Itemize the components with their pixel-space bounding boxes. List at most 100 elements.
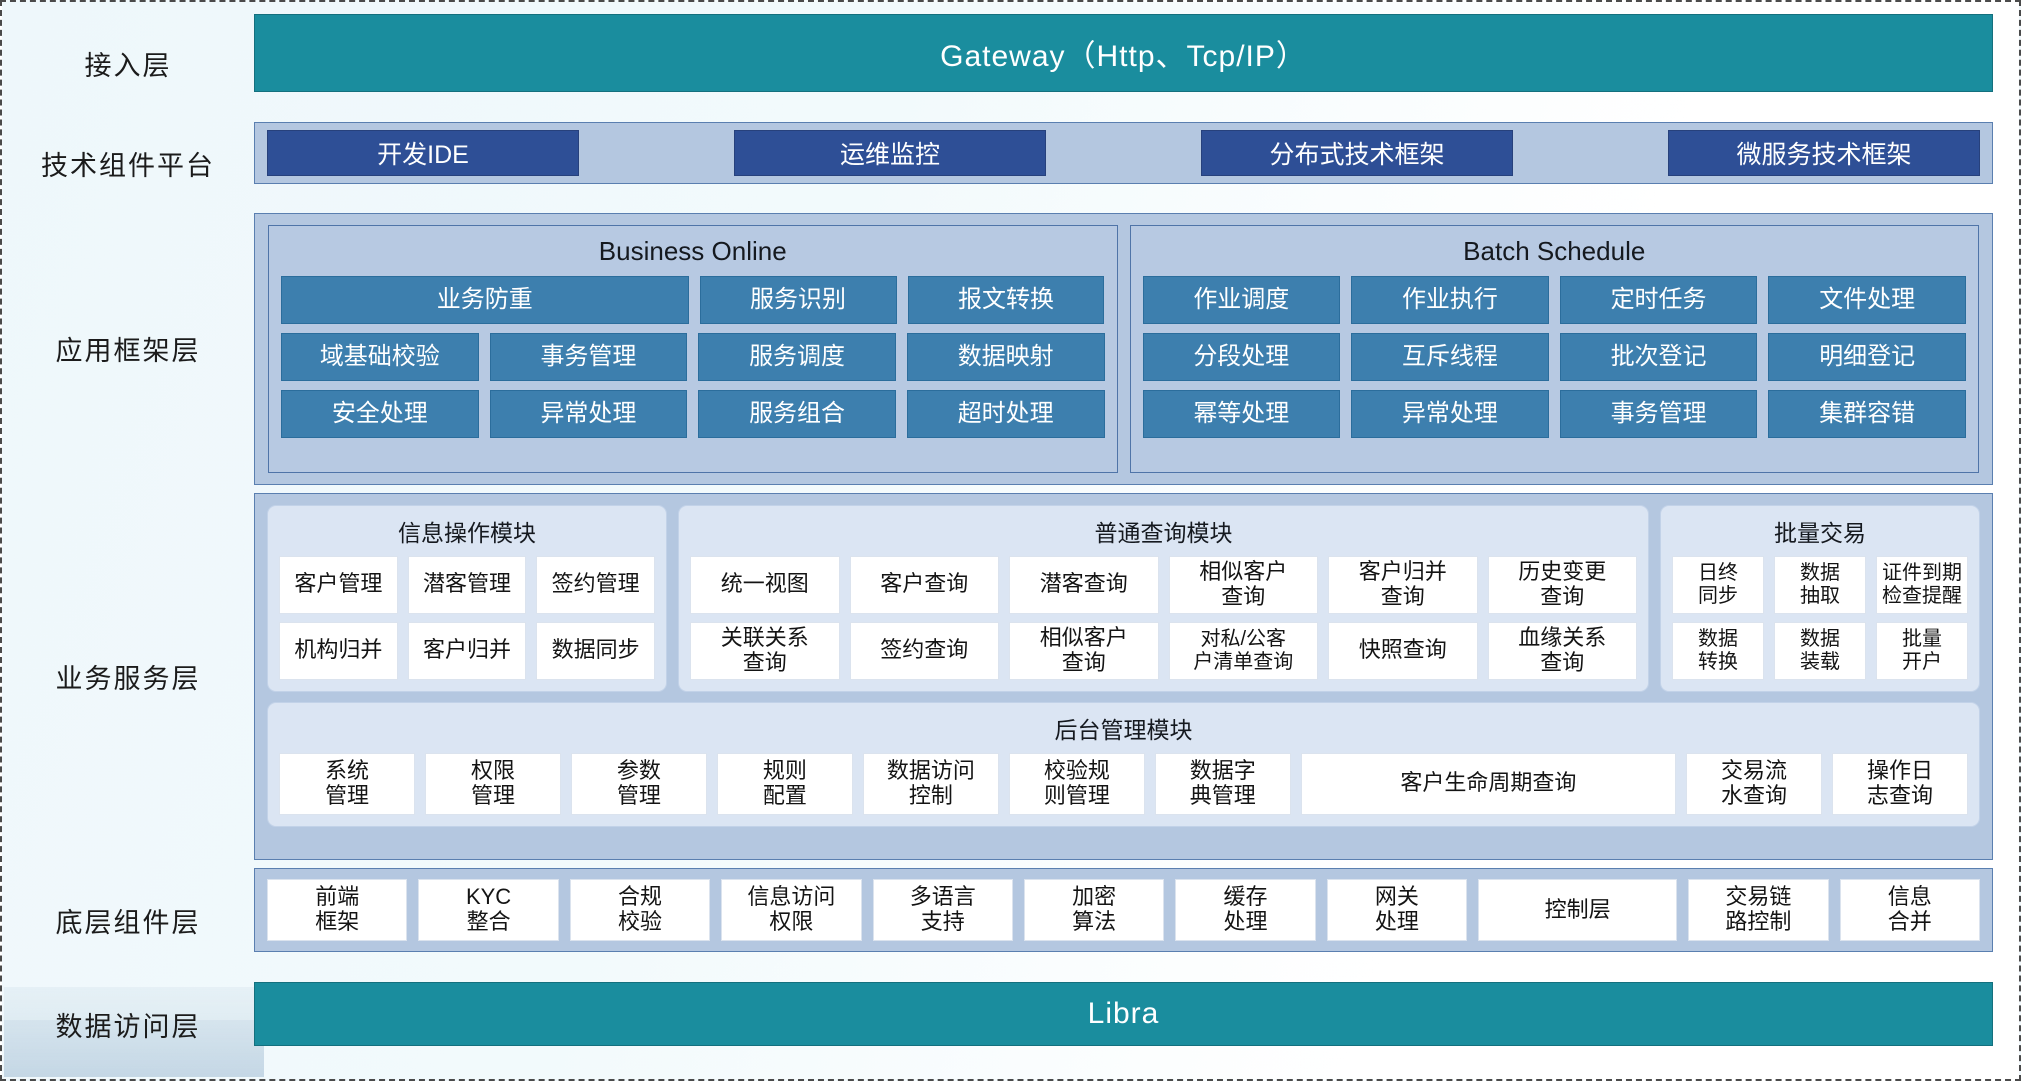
card-batch-transaction: 批量交易 日终同步 数据抽取 证件到期检查提醒 数据转换 数据装载 批量开户	[1660, 504, 1980, 692]
tech-chip-ide[interactable]: 开发IDE	[267, 129, 579, 176]
chip-bs-0-1[interactable]: 作业执行	[1351, 276, 1549, 324]
info-operation-row: 机构归并 客户归并 数据同步	[279, 621, 656, 680]
chip-bo-1-0[interactable]: 域基础校验	[281, 333, 479, 381]
chip-bs-2-2[interactable]: 事务管理	[1559, 390, 1758, 438]
cell-bulk-account-open[interactable]: 批量开户	[1876, 621, 1968, 680]
business-service-panel: 信息操作模块 客户管理 潜客管理 签约管理 机构归并 客户归并 数据同步	[254, 492, 1993, 860]
cell-customer-lifecycle-query[interactable]: 客户生命周期查询	[1300, 752, 1677, 815]
general-query-row: 关联关系查询 签约查询 相似客户查询 对私/公客户清单查询 快照查询 血缘关系查…	[690, 621, 1637, 680]
cell-transaction-flow-query[interactable]: 交易流水查询	[1686, 752, 1823, 815]
chip-bo-2-2[interactable]: 服务组合	[698, 390, 896, 438]
cell-relationship-query[interactable]: 关联关系查询	[690, 621, 840, 680]
cell-contract-management[interactable]: 签约管理	[536, 555, 656, 614]
chip-bo-2-3[interactable]: 超时处理	[906, 390, 1105, 438]
cell-encryption-algorithm[interactable]: 加密算法	[1023, 879, 1165, 941]
cell-validation-rule-management[interactable]: 校验规则管理	[1008, 752, 1145, 815]
tech-chip-microservice-framework[interactable]: 微服务技术框架	[1668, 129, 1980, 176]
cell-contract-query[interactable]: 签约查询	[849, 621, 999, 680]
cell-info-merge[interactable]: 信息合并	[1839, 879, 1980, 941]
business-online-row: 域基础校验 事务管理 服务调度 数据映射	[281, 333, 1105, 381]
layer-label-tech: 技术组件平台	[41, 150, 215, 181]
card-backoffice-admin-module: 后台管理模块 系统管理 权限管理 参数管理 规则配置 数据访问控制 校验规则管理…	[267, 701, 1980, 827]
group-title-batch-schedule: Batch Schedule	[1463, 236, 1646, 266]
batch-transaction-rows: 日终同步 数据抽取 证件到期检查提醒 数据转换 数据装载 批量开户	[1672, 555, 1968, 680]
tech-chip-ops-monitor[interactable]: 运维监控	[734, 129, 1046, 176]
chip-bs-0-0[interactable]: 作业调度	[1142, 276, 1341, 324]
cell-prospect-management[interactable]: 潜客管理	[407, 555, 527, 614]
layer-label-app-framework: 应用框架层	[55, 336, 201, 367]
cell-private-corporate-list-query[interactable]: 对私/公客户清单查询	[1168, 621, 1318, 680]
group-business-online: Business Online 业务防重 服务识别 报文转换 域基础校验 事务管…	[268, 225, 1118, 473]
chip-bs-0-3[interactable]: 文件处理	[1768, 276, 1966, 324]
cell-lineage-query[interactable]: 血缘关系查询	[1487, 621, 1637, 680]
chip-bo-0-0[interactable]: 业务防重	[281, 276, 689, 324]
cell-data-sync[interactable]: 数据同步	[536, 621, 656, 680]
chip-bs-1-1[interactable]: 互斥线程	[1351, 333, 1549, 381]
cell-rule-configuration[interactable]: 规则配置	[716, 752, 853, 815]
cell-org-merge[interactable]: 机构归并	[279, 621, 398, 680]
chip-bs-0-2[interactable]: 定时任务	[1559, 276, 1758, 324]
chip-bs-2-3[interactable]: 集群容错	[1768, 390, 1966, 438]
chip-bs-1-3[interactable]: 明细登记	[1768, 333, 1966, 381]
batch-transaction-row: 数据转换 数据装载 批量开户	[1672, 621, 1968, 680]
chip-bs-1-0[interactable]: 分段处理	[1142, 333, 1341, 381]
chip-bo-1-3[interactable]: 数据映射	[906, 333, 1105, 381]
chip-bo-1-1[interactable]: 事务管理	[489, 333, 688, 381]
cell-control-layer[interactable]: 控制层	[1478, 879, 1678, 941]
cell-similar-customer-query-2[interactable]: 相似客户查询	[1009, 621, 1159, 680]
chip-bs-2-1[interactable]: 异常处理	[1351, 390, 1549, 438]
cell-id-expiry-reminder[interactable]: 证件到期检查提醒	[1876, 555, 1968, 614]
cell-customer-query[interactable]: 客户查询	[849, 555, 999, 614]
cell-multilanguage-support[interactable]: 多语言支持	[872, 879, 1013, 941]
chip-bs-1-2[interactable]: 批次登记	[1559, 333, 1758, 381]
card-title-backoffice-admin: 后台管理模块	[1054, 716, 1193, 743]
cell-data-transform[interactable]: 数据转换	[1672, 621, 1764, 680]
chip-bo-1-2[interactable]: 服务调度	[698, 333, 896, 381]
layer-label-business-service: 业务服务层	[55, 663, 201, 694]
cell-permission-management[interactable]: 权限管理	[424, 752, 561, 815]
info-operation-row: 客户管理 潜客管理 签约管理	[279, 555, 656, 614]
cell-system-management[interactable]: 系统管理	[279, 752, 415, 815]
group-title-business-online: Business Online	[598, 236, 787, 266]
cell-transaction-chain-control[interactable]: 交易链路控制	[1688, 879, 1829, 941]
general-query-rows: 统一视图 客户查询 潜客查询 相似客户查询 客户归并查询 历史变更查询 关联关系…	[690, 555, 1637, 680]
layer-body-tech: 开发IDE 运维监控 分布式技术框架 微服务技术框架	[254, 121, 1993, 206]
cell-unified-view[interactable]: 统一视图	[690, 555, 840, 614]
cell-parameter-management[interactable]: 参数管理	[570, 752, 707, 815]
cell-prospect-query[interactable]: 潜客查询	[1009, 555, 1159, 614]
cell-data-extract[interactable]: 数据抽取	[1774, 555, 1866, 614]
cell-gateway-processing[interactable]: 网关处理	[1326, 879, 1468, 941]
card-title-info-operation: 信息操作模块	[398, 519, 536, 546]
cell-customer-merge[interactable]: 客户归并	[407, 621, 527, 680]
cell-operation-log-query[interactable]: 操作日志查询	[1832, 752, 1969, 815]
cell-customer-merge-query[interactable]: 客户归并查询	[1328, 555, 1478, 614]
layer-label-data-access: 数据访问层	[55, 1011, 201, 1042]
cell-data-load[interactable]: 数据装载	[1774, 621, 1866, 680]
cell-info-access-permission[interactable]: 信息访问权限	[721, 879, 862, 941]
cell-data-access-control[interactable]: 数据访问控制	[862, 752, 999, 815]
cell-data-dictionary-management[interactable]: 数据字典管理	[1154, 752, 1291, 815]
gateway-bar[interactable]: Gateway（Http、Tcp/IP）	[254, 14, 1993, 92]
chip-bs-2-0[interactable]: 幂等处理	[1142, 390, 1341, 438]
cell-similar-customer-query[interactable]: 相似客户查询	[1168, 555, 1318, 614]
chip-bo-2-1[interactable]: 异常处理	[489, 390, 688, 438]
app-framework-panel: Business Online 业务防重 服务识别 报文转换 域基础校验 事务管…	[254, 213, 1993, 485]
general-query-row: 统一视图 客户查询 潜客查询 相似客户查询 客户归并查询 历史变更查询	[690, 555, 1637, 614]
chip-bo-0-1[interactable]: 服务识别	[699, 276, 897, 324]
libra-bar[interactable]: Libra	[254, 981, 1993, 1046]
cell-eod-sync[interactable]: 日终同步	[1672, 555, 1764, 614]
layer-body-app-framework: Business Online 业务防重 服务识别 报文转换 域基础校验 事务管…	[254, 213, 1993, 485]
cell-customer-management[interactable]: 客户管理	[279, 555, 398, 614]
cell-cache-processing[interactable]: 缓存处理	[1175, 879, 1316, 941]
cell-history-change-query[interactable]: 历史变更查询	[1487, 555, 1637, 614]
cell-frontend-framework[interactable]: 前端框架	[267, 879, 408, 941]
cell-snapshot-query[interactable]: 快照查询	[1328, 621, 1478, 680]
cell-compliance-check[interactable]: 合规校验	[569, 879, 711, 941]
chip-bo-2-0[interactable]: 安全处理	[281, 390, 479, 438]
tech-chip-distributed-framework[interactable]: 分布式技术框架	[1201, 129, 1513, 176]
layer-label-base-component: 底层组件层	[55, 908, 201, 939]
chip-bo-0-2[interactable]: 报文转换	[907, 276, 1105, 324]
